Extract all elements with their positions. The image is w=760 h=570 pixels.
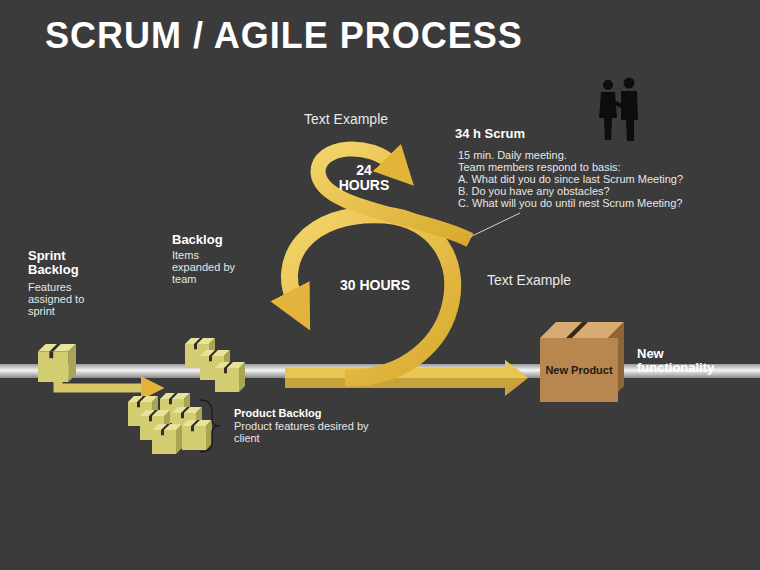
loop-label: Text Example bbox=[487, 273, 571, 288]
stage-note: Product features desired by client bbox=[234, 420, 379, 444]
stage-heading: Product Backlog bbox=[234, 407, 321, 419]
callout-line: C. What will you do until nest Scrum Mee… bbox=[458, 197, 682, 209]
callout-heading: 34 h Scrum bbox=[455, 127, 525, 141]
duration-label: 24 HOURS bbox=[338, 163, 390, 194]
loop-label: Text Example bbox=[304, 112, 388, 127]
output-label: New functionality bbox=[637, 347, 727, 376]
stage-note: Features assigned to sprint bbox=[28, 281, 94, 317]
callout-line: B. Do you have any obstacles? bbox=[458, 185, 610, 197]
stage-heading: Backlog bbox=[172, 233, 223, 247]
callout-line: Team members respond to basis: bbox=[458, 161, 621, 173]
stage-heading: Sprint Backlog bbox=[28, 249, 90, 278]
stage-note: Items expanded by team bbox=[172, 249, 244, 285]
product-box: New Product bbox=[540, 338, 618, 402]
diagram-title: SCRUM / AGILE PROCESS bbox=[45, 16, 523, 56]
box-text: New Product bbox=[545, 364, 612, 377]
callout-line: A. What did you do since last Scrum Meet… bbox=[458, 173, 683, 185]
duration-label: 30 HOURS bbox=[330, 278, 420, 293]
callout-line: 15 min. Daily meeting. bbox=[458, 149, 567, 161]
